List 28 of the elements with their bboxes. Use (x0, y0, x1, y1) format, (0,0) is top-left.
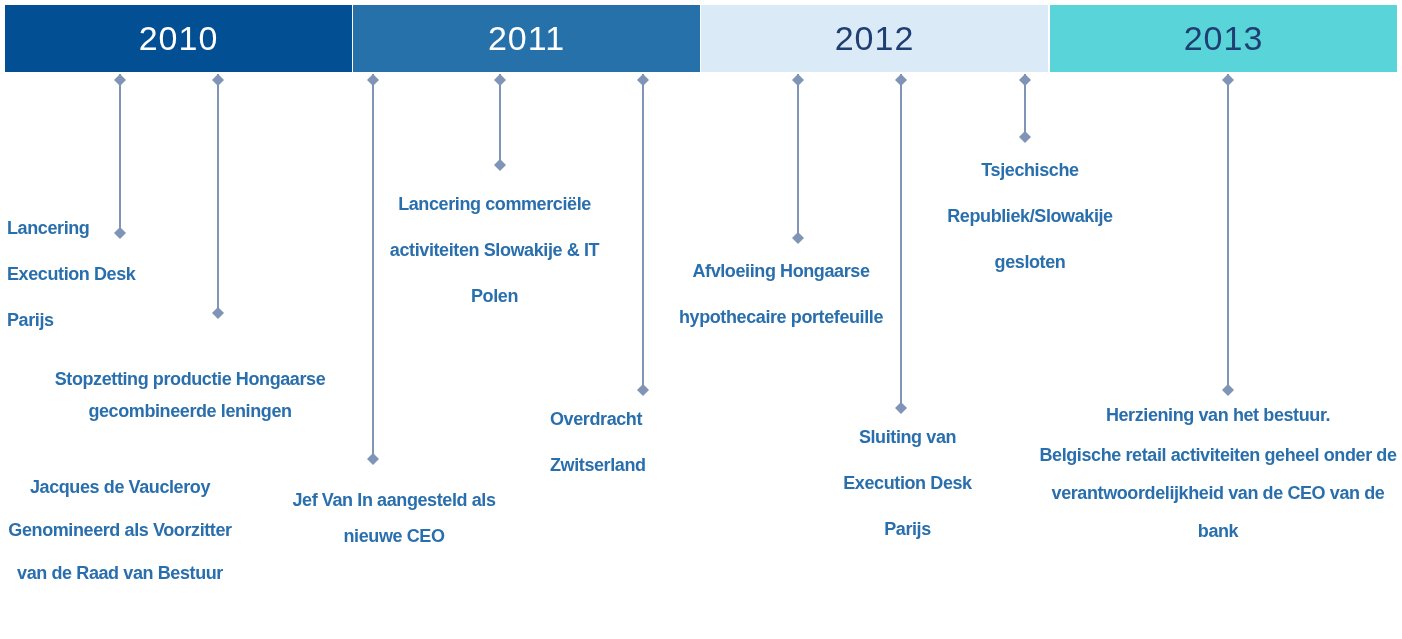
timeline-connector (494, 73, 506, 171)
event-text: Afvloeiing Hongaarse hypothecaire portefeuille (678, 261, 884, 327)
year-band (701, 5, 1048, 72)
event-text: Lancering Execution Desk Parijs (7, 218, 136, 330)
year-band (1050, 5, 1397, 72)
timeline-connector (1222, 73, 1234, 396)
year-label: 2010 (138, 19, 219, 58)
timeline-connector (1019, 73, 1031, 143)
event-text: Herziening van het bestuur. (1105, 405, 1331, 425)
timeline-connector (895, 73, 907, 414)
event-text: Belgische retail activiteiten geheel onder de verantwoordelijkheid van de CEO van de bank (1039, 445, 1397, 541)
event-text: Lancering commerciële activiteiten Slowakije & IT Polen (389, 194, 600, 306)
event-text: Overdracht Zwitserland (550, 409, 646, 475)
timeline-connector (114, 73, 126, 239)
event-text: Jef Van In aangesteld als nieuwe CEO (292, 490, 496, 546)
year-band (353, 5, 700, 72)
event-text: Jacques de Vaucleroy Genomineerd als Voorzitter van de Raad van Bestuur (7, 476, 233, 585)
event-text: Stopzetting productie Hongaarse gecombineerde leningen (54, 369, 326, 421)
event-text: Tsjechische Republiek/Slowakije gesloten (947, 160, 1113, 272)
year-band (5, 5, 352, 72)
year-label: 2011 (487, 19, 566, 58)
timeline-connector (212, 73, 224, 319)
timeline-connector (637, 73, 649, 396)
event-text: Sluiting van Execution Desk Parijs (843, 427, 972, 539)
year-label: 2012 (834, 19, 915, 58)
year-label: 2013 (1183, 19, 1264, 58)
timeline-connector (367, 73, 379, 465)
timeline-connector (792, 73, 804, 244)
